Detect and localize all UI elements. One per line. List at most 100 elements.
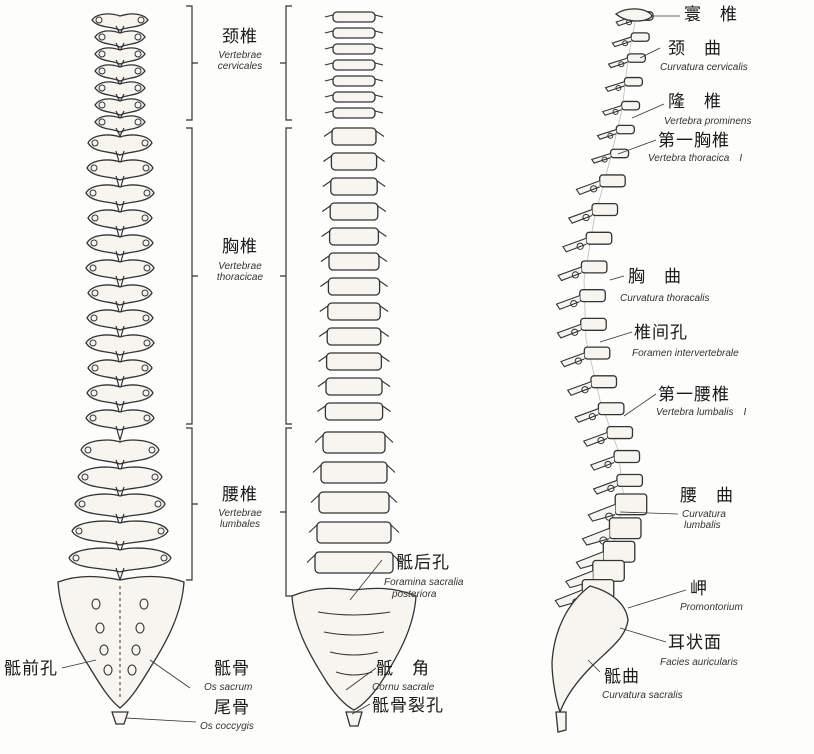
intervertebral-foramen-latin: Foramen intervertebrale	[632, 348, 739, 359]
posterior-vertebra	[87, 209, 153, 231]
lateral-vertebral-body	[599, 174, 626, 188]
transverse-ridge	[323, 631, 385, 636]
transverse-process	[143, 189, 151, 197]
region-bracket	[186, 5, 198, 121]
transverse-process	[317, 380, 391, 387]
thoracic-latin-2: thoracicae	[216, 272, 264, 283]
first-thoracic-latin: Vertebra thoracica I	[648, 153, 743, 164]
lateral-vertebral-body	[579, 289, 606, 303]
vertebral-body	[325, 377, 383, 396]
vertebral-body	[332, 91, 376, 103]
sacral-foramen	[131, 644, 141, 656]
sacral-foramen	[135, 622, 145, 634]
transverse-process	[141, 289, 149, 297]
transverse-process	[312, 464, 396, 473]
vertebral-body	[330, 152, 378, 171]
lateral-vertebral-body	[580, 317, 607, 331]
coccyx-label: 尾骨	[214, 698, 250, 718]
transverse-process	[98, 33, 106, 41]
anterior-coccyx	[345, 711, 363, 727]
transverse-process	[142, 314, 150, 322]
cervical-latin-1: Vertebrae	[218, 50, 262, 61]
vertebral-body	[332, 43, 376, 55]
transverse-process	[98, 84, 106, 92]
lateral-vertebral-body	[616, 473, 644, 488]
transverse-process	[148, 446, 156, 454]
posterior-sacral-foramina-latin-2: posteriora	[392, 589, 437, 600]
intervertebral-foramen-label: 椎间孔	[634, 323, 688, 343]
lateral-vertebral-body	[583, 346, 611, 360]
leader-line	[599, 331, 633, 343]
posterior-vertebra	[94, 47, 146, 65]
transverse-process	[89, 189, 97, 197]
posterior-coccyx	[111, 711, 129, 725]
transverse-process	[324, 110, 384, 114]
transverse-process	[322, 180, 386, 187]
sacral-foramina-anterior-label: 骶前孔	[4, 659, 58, 679]
leader-line	[587, 659, 601, 673]
transverse-process	[75, 527, 83, 535]
transverse-process	[320, 280, 388, 287]
posterior-view-spine	[57, 13, 185, 725]
intervertebral-foramen	[588, 413, 597, 421]
posterior-vertebra	[87, 359, 153, 381]
posterior-vertebra	[85, 409, 155, 431]
spinous-process	[115, 425, 125, 443]
lateral-vertebral-body	[580, 260, 608, 274]
transverse-process	[91, 139, 99, 147]
transverse-process	[89, 339, 97, 347]
transverse-process	[141, 214, 149, 222]
lateral-spinous-process	[554, 589, 583, 608]
intervertebral-foramen	[612, 108, 619, 115]
intervertebral-foramen	[574, 357, 582, 365]
transverse-process	[142, 389, 150, 397]
leader-line	[627, 589, 687, 609]
lumbar-latin-2: lumbales	[219, 519, 261, 530]
transverse-process	[137, 16, 145, 24]
intervertebral-foramen	[597, 436, 605, 445]
sacrum-latin: Os sacrum	[204, 682, 253, 693]
intervertebral-foramen	[571, 271, 580, 279]
sacral-hiatus-label: 骶骨裂孔	[372, 696, 444, 716]
lateral-vertebral-body	[626, 53, 646, 63]
lateral-spinous-process	[574, 408, 599, 423]
transverse-process	[141, 364, 149, 372]
transverse-process	[323, 155, 385, 162]
sacral-curvature-latin: Curvatura sacralis	[602, 690, 683, 701]
leader-line	[351, 703, 371, 715]
posterior-vertebra	[85, 334, 155, 356]
transverse-process	[134, 33, 142, 41]
sacral-foramen	[95, 622, 105, 634]
atlas-label: 寰 椎	[684, 5, 738, 25]
lateral-spinous-process	[560, 352, 585, 368]
lateral-spinous-process	[611, 36, 632, 48]
leader-line	[609, 275, 625, 281]
transverse-process	[89, 264, 97, 272]
lateral-vertebral-body	[591, 202, 619, 217]
leader-line	[639, 47, 661, 59]
lateral-vertebral-body	[585, 231, 613, 245]
vertebral-body	[332, 27, 376, 39]
intervertebral-foramen	[571, 328, 579, 336]
transverse-process	[98, 118, 106, 126]
transverse-process	[78, 500, 86, 508]
transverse-process	[134, 118, 142, 126]
lateral-spinous-process	[589, 456, 615, 471]
transverse-process	[324, 78, 384, 82]
vertebral-body	[332, 59, 376, 71]
posterior-vertebra	[87, 284, 153, 306]
lateral-spinous-process	[555, 295, 580, 310]
transverse-process	[324, 94, 384, 98]
sacrum-label: 骶骨	[214, 659, 250, 679]
intervertebral-foramen	[618, 61, 625, 68]
lateral-vertebral-body	[597, 402, 625, 416]
intervertebral-foramen	[607, 132, 614, 139]
posterior-vertebra	[87, 134, 153, 156]
lateral-sacrum	[551, 585, 629, 714]
vertebral-body	[325, 352, 383, 371]
transverse-process	[90, 164, 98, 172]
transverse-process	[154, 500, 162, 508]
lumbar-curvature-latin-2: lumbalis	[684, 520, 721, 531]
vertebra-prominens-latin: Vertebra prominens	[664, 116, 752, 127]
